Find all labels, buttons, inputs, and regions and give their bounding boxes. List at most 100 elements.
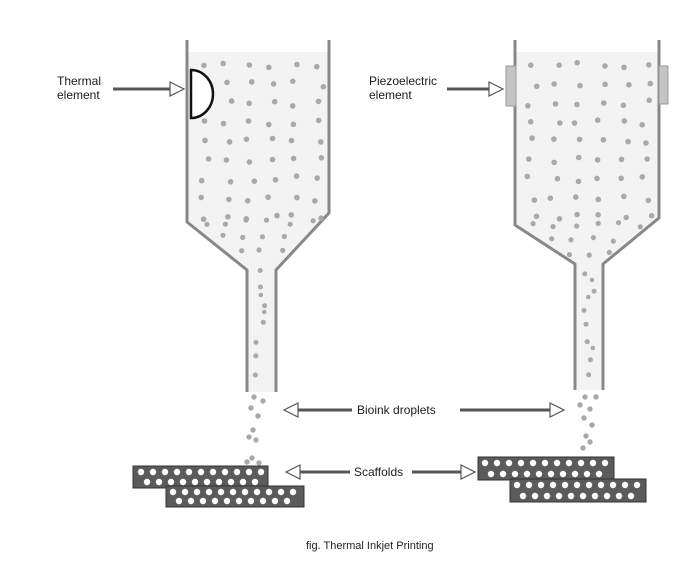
ink-particle <box>552 101 559 107</box>
ink-particle <box>590 235 597 241</box>
ink-particle <box>266 64 272 71</box>
ink-particle <box>595 212 601 218</box>
ink-particle <box>198 177 205 184</box>
ink-particle <box>280 247 286 253</box>
ink-particle <box>648 212 655 219</box>
scaffold-pore <box>627 492 635 500</box>
ink-particle <box>602 81 608 88</box>
bioink-droplet <box>250 427 256 433</box>
scaffold-pore <box>217 488 225 496</box>
ink-particle <box>620 102 627 109</box>
ink-particle <box>551 136 557 142</box>
ink-particle <box>646 62 652 68</box>
label-bioink-droplets: Bioink droplets <box>357 403 436 417</box>
ink-particle <box>253 353 259 359</box>
thermal-ink-particles <box>197 60 327 378</box>
ink-particle <box>314 63 320 70</box>
scaffold-pore <box>579 492 587 500</box>
ink-particle <box>318 215 324 221</box>
ink-particle <box>583 321 589 327</box>
ink-particle <box>594 117 601 123</box>
scaffold-pore <box>487 470 495 478</box>
ink-particle <box>252 372 258 378</box>
ink-particle <box>220 120 227 127</box>
scaffold-pore <box>523 470 531 478</box>
scaffold-pore <box>247 497 255 505</box>
scaffold-pore <box>589 459 597 467</box>
scaffold-pore <box>167 478 175 486</box>
ink-particle <box>574 223 580 229</box>
piezo-actuator-right <box>658 65 669 105</box>
scaffold-pore <box>621 481 629 489</box>
ink-particle <box>606 249 612 255</box>
ink-particle <box>556 216 563 222</box>
ink-particle <box>246 62 253 68</box>
ink-particle <box>591 288 597 294</box>
ink-particle <box>310 218 316 224</box>
scaffold-pore <box>197 468 205 476</box>
bioink-droplet <box>582 394 588 400</box>
ink-particle <box>260 319 266 325</box>
scaffold-pore <box>505 459 513 467</box>
ink-particle <box>571 120 578 126</box>
arrow-scaffold-left <box>284 464 350 480</box>
ink-particle <box>248 79 255 85</box>
ink-particle <box>244 197 251 204</box>
scaffold-pore <box>541 459 549 467</box>
ink-particle <box>576 136 583 143</box>
scaffold-pore <box>137 468 145 476</box>
arrow-bioink-right <box>460 402 566 418</box>
ink-particle <box>226 139 233 145</box>
scaffold-pore <box>531 492 539 500</box>
ink-particle <box>257 284 263 290</box>
scaffold-pore <box>245 468 253 476</box>
ink-particle <box>318 155 325 161</box>
ink-particle <box>220 60 226 67</box>
ink-particle <box>584 339 590 345</box>
ink-particle <box>586 252 592 258</box>
ink-particle <box>618 175 624 182</box>
label-piezoelectric-element: Piezoelectric element <box>369 74 438 102</box>
ink-particle <box>626 82 632 88</box>
scaffold-pore <box>603 492 611 500</box>
thermal-element-heater <box>189 68 215 120</box>
ink-particle <box>251 178 258 184</box>
bioink-droplet <box>587 439 593 445</box>
ink-particle <box>246 159 253 165</box>
scaffold-pore <box>175 497 183 505</box>
ink-particle <box>637 224 643 230</box>
ink-particle <box>272 177 279 183</box>
bioink-droplet <box>583 433 589 439</box>
ink-particle <box>646 97 652 104</box>
bioink-droplet <box>246 434 252 440</box>
scaffold-pore <box>149 468 157 476</box>
piezo-printhead-wall-right <box>601 40 661 390</box>
scaffold-pore <box>595 470 603 478</box>
ink-particle <box>621 118 628 124</box>
ink-particle <box>574 59 580 66</box>
scaffold-pore <box>211 497 219 505</box>
ink-particle <box>566 252 573 258</box>
scaffold-pore <box>493 459 501 467</box>
label-scaffolds: Scaffolds <box>354 465 404 479</box>
scaffold-pore <box>187 497 195 505</box>
ink-particle <box>223 157 230 163</box>
ink-particle <box>623 214 629 221</box>
ink-particle <box>574 101 580 108</box>
scaffold-pore <box>511 470 519 478</box>
scaffold-pore <box>573 481 581 489</box>
ink-particle <box>573 194 579 200</box>
bioink-droplet <box>249 455 255 461</box>
scaffold-pore <box>229 488 237 496</box>
figure-caption: fig. Thermal Inkjet Printing <box>306 540 434 552</box>
scaffold-pore <box>537 481 545 489</box>
scaffold-right <box>477 456 647 503</box>
ink-particle <box>551 159 557 166</box>
scaffold-pore <box>597 481 605 489</box>
ink-particle <box>594 157 601 163</box>
scaffold-pore <box>169 488 177 496</box>
scaffold-pore <box>499 470 507 478</box>
ink-particle <box>288 212 295 218</box>
ink-particle <box>200 216 207 222</box>
bioink-droplet <box>587 406 593 412</box>
